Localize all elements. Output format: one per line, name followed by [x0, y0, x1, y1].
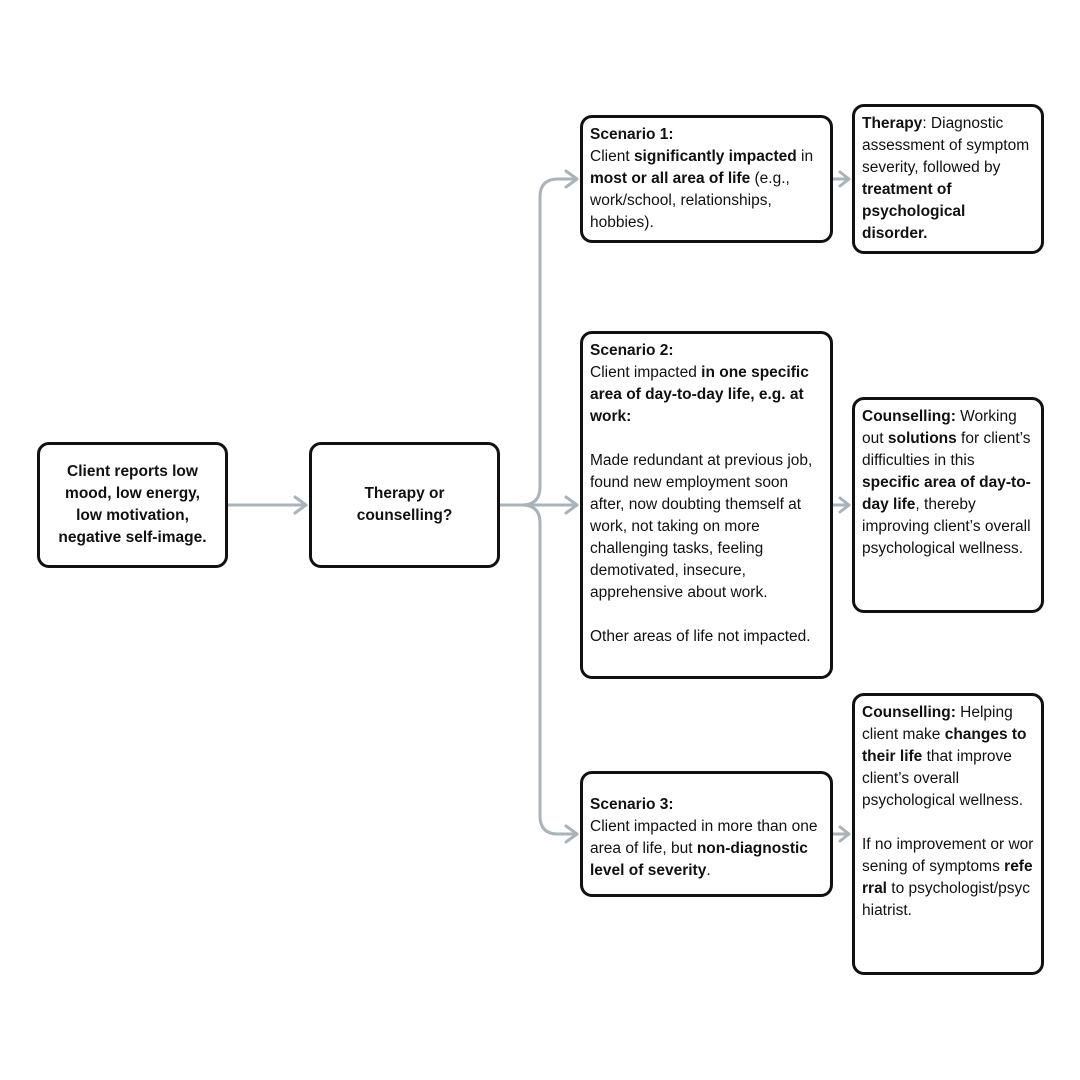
scenario-2-note: Other areas of life not impacted.: [590, 628, 811, 645]
scenario-3-text-1: Client impacted in more than one area of…: [590, 818, 818, 857]
scenario-1-title: Scenario 1:: [590, 126, 674, 143]
outcome-3-node: Counselling: Helping client make changes…: [852, 693, 1044, 975]
decision-node: Therapy or counselling?: [309, 442, 500, 568]
outcome-1-text-1: : Diagnostic assessment of symptom sever…: [862, 115, 1030, 176]
scenario-3-text-2: .: [706, 862, 711, 879]
arrowhead-scenario-2: [564, 495, 579, 515]
arrowhead-scenario-1: [564, 169, 579, 189]
arrowhead-question: [293, 495, 308, 515]
scenario-2-text-1: Client impacted: [590, 364, 702, 381]
start-node: Client reports low mood, low energy, low…: [37, 442, 228, 568]
start-node-text: Client reports low mood, low energy, low…: [58, 463, 207, 546]
outcome-3-text-1: Helping client make: [862, 704, 1013, 743]
scenario-3-bold-1: non-diagnostic level of severity: [590, 840, 808, 879]
scenario-1-text-3: (e.g., work/school, relationships, hobbi…: [590, 170, 790, 231]
arrowhead-scenario-3: [564, 824, 579, 844]
outcome-2-bold-2: solutions: [887, 430, 957, 447]
outcome-1-node: Therapy: Diagnostic assessment of sympto…: [852, 104, 1044, 254]
outcome-2-text-2: for client’s difficulties in this: [862, 430, 1031, 469]
scenario-1-text-2: in: [796, 148, 814, 165]
outcome-3-text-2: that improve client’s overall psychologi…: [862, 748, 1024, 809]
decision-node-text: Therapy or counselling?: [356, 485, 453, 524]
outcome-3-referral-text-1: If no improvement or worsening of sympto…: [862, 836, 1034, 875]
outcome-3-label: Counselling:: [862, 704, 956, 721]
arrow-branch-scenario-3: [520, 503, 579, 836]
outcome-3-referral-text-2: to psychologist/psychiatrist.: [862, 880, 1031, 919]
arrow-branch-scenario-1: [520, 177, 579, 507]
outcome-2-node: Counselling: Working out solutions for c…: [852, 397, 1044, 613]
outcome-3-bold-2: changes to their life: [862, 726, 1027, 765]
outcome-2-text-3: , thereby improving client’s overall psy…: [862, 496, 1031, 557]
scenario-2-node: Scenario 2: Client impacted in one speci…: [580, 331, 833, 679]
scenario-2-details: Made redundant at previous job, found ne…: [590, 452, 813, 601]
outcome-2-text-1: Working out: [862, 408, 1017, 447]
outcome-1-bold-2: treatment of psychological disorder.: [862, 181, 966, 242]
scenario-3-node: Scenario 3: Client impacted in more than…: [580, 771, 833, 897]
scenario-1-text-1: Client: [590, 148, 634, 165]
outcome-1-label: Therapy: [862, 115, 923, 132]
scenario-2-bold-1: in one specific area of day-to-day life,…: [590, 364, 809, 425]
scenario-3-title: Scenario 3:: [590, 796, 674, 813]
scenario-1-bold-1: significantly impacted: [633, 148, 797, 165]
arrowhead-outcome-2: [838, 496, 851, 514]
outcome-2-label: Counselling:: [862, 408, 956, 425]
scenario-1-bold-2: most or all area of life: [590, 170, 751, 187]
arrowhead-outcome-1: [838, 170, 851, 188]
scenario-1-node: Scenario 1: Client significantly impacte…: [580, 115, 833, 243]
outcome-2-bold-3: specific area of day-to-day life: [862, 474, 1031, 513]
scenario-2-title: Scenario 2:: [590, 342, 674, 359]
arrowhead-outcome-3: [838, 825, 851, 843]
outcome-3-referral-bold: referral: [862, 858, 1033, 897]
